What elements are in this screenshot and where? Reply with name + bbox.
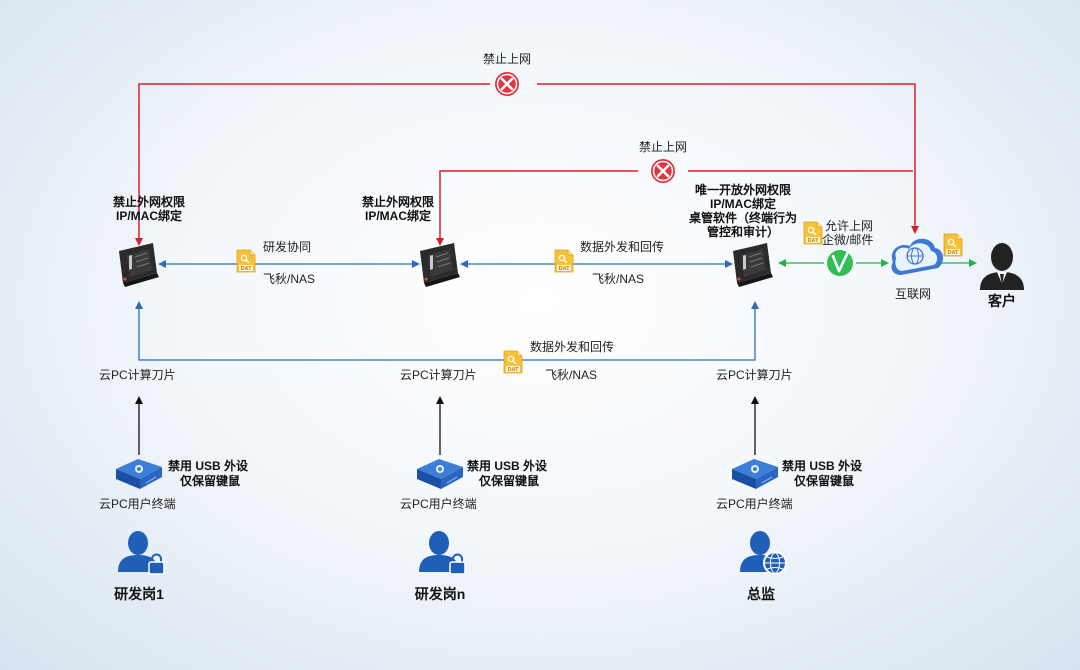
blade3-perm-line2: IP/MAC绑定	[709, 197, 776, 211]
allow-line1: 允许上网	[825, 219, 874, 233]
file-icon-link12	[236, 249, 256, 273]
forbid-top-icon	[493, 70, 521, 98]
blade3-perm-line3: 桌管软件（终端行为	[688, 211, 797, 225]
blade1-perm-line2: IP/MAC绑定	[115, 209, 182, 223]
link13-bottom-label: 飞秋/NAS	[545, 368, 598, 382]
terminal1-usb-line1: 禁用 USB 外设	[168, 459, 249, 473]
terminal2-device-icon	[416, 458, 464, 490]
file-icon-link13	[503, 350, 523, 374]
user3-globe-icon	[763, 551, 787, 575]
link13-top-label: 数据外发和回传	[530, 340, 615, 354]
user3-label: 总监	[747, 586, 775, 602]
terminal2-label: 云PC用户终端	[400, 497, 477, 511]
blade3-perm-line1: 唯一开放外网权限	[694, 183, 791, 197]
link12-bottom-label: 飞秋/NAS	[263, 272, 316, 286]
blade2-perm-line1: 禁止外网权限	[361, 195, 434, 209]
file-icon-link23	[554, 249, 574, 273]
terminal3-device-icon	[731, 458, 779, 490]
customer-icon	[980, 243, 1024, 290]
forbid-top-path	[135, 83, 919, 246]
user1-label: 研发岗1	[114, 586, 164, 602]
internet-label: 互联网	[895, 287, 932, 301]
blade1-server-icon	[118, 242, 160, 288]
terminal3-usb-line1: 禁用 USB 外设	[782, 459, 863, 473]
terminal3-label: 云PC用户终端	[716, 497, 793, 511]
blade2-server-icon	[419, 242, 461, 288]
link23-bottom-label: 飞秋/NAS	[592, 272, 645, 286]
terminal2-usb-line2: 仅保留键鼠	[479, 474, 540, 488]
terminal1-device-icon	[115, 458, 163, 490]
customer-label: 客户	[988, 293, 1016, 309]
blade2-perm-line2: IP/MAC绑定	[364, 209, 431, 223]
blade3-server-icon	[732, 242, 774, 288]
allow-line2: 企微/邮件	[822, 233, 874, 247]
user1-lock-icon	[148, 553, 165, 575]
blade1-label: 云PC计算刀片	[99, 368, 176, 382]
internet-icon	[891, 238, 944, 275]
file-icon-customer	[943, 233, 963, 257]
forbid-mid-icon	[649, 157, 677, 185]
blade3-perm-line4: 管控和审计）	[706, 225, 779, 239]
terminal1-label: 云PC用户终端	[99, 497, 176, 511]
user2-label: 研发岗n	[414, 586, 466, 602]
blade1-perm-line1: 禁止外网权限	[112, 195, 185, 209]
terminal3-usb-line2: 仅保留键鼠	[794, 474, 855, 488]
forbid-top-label: 禁止上网	[482, 52, 531, 66]
blade2-label: 云PC计算刀片	[400, 368, 477, 382]
terminal2-usb-line1: 禁用 USB 外设	[467, 459, 548, 473]
user2-lock-icon	[449, 553, 466, 575]
forbid-mid-label: 禁止上网	[638, 140, 687, 154]
file-icon-allow	[803, 221, 823, 245]
blade3-label: 云PC计算刀片	[716, 368, 793, 382]
link12-top-label: 研发协同	[263, 240, 312, 254]
forbid-mid-path	[436, 170, 913, 246]
terminal1-usb-line2: 仅保留键鼠	[180, 474, 241, 488]
link23-top-label: 数据外发和回传	[580, 240, 665, 254]
allow-check-icon	[827, 250, 853, 276]
link-blade1-blade3	[135, 301, 759, 361]
